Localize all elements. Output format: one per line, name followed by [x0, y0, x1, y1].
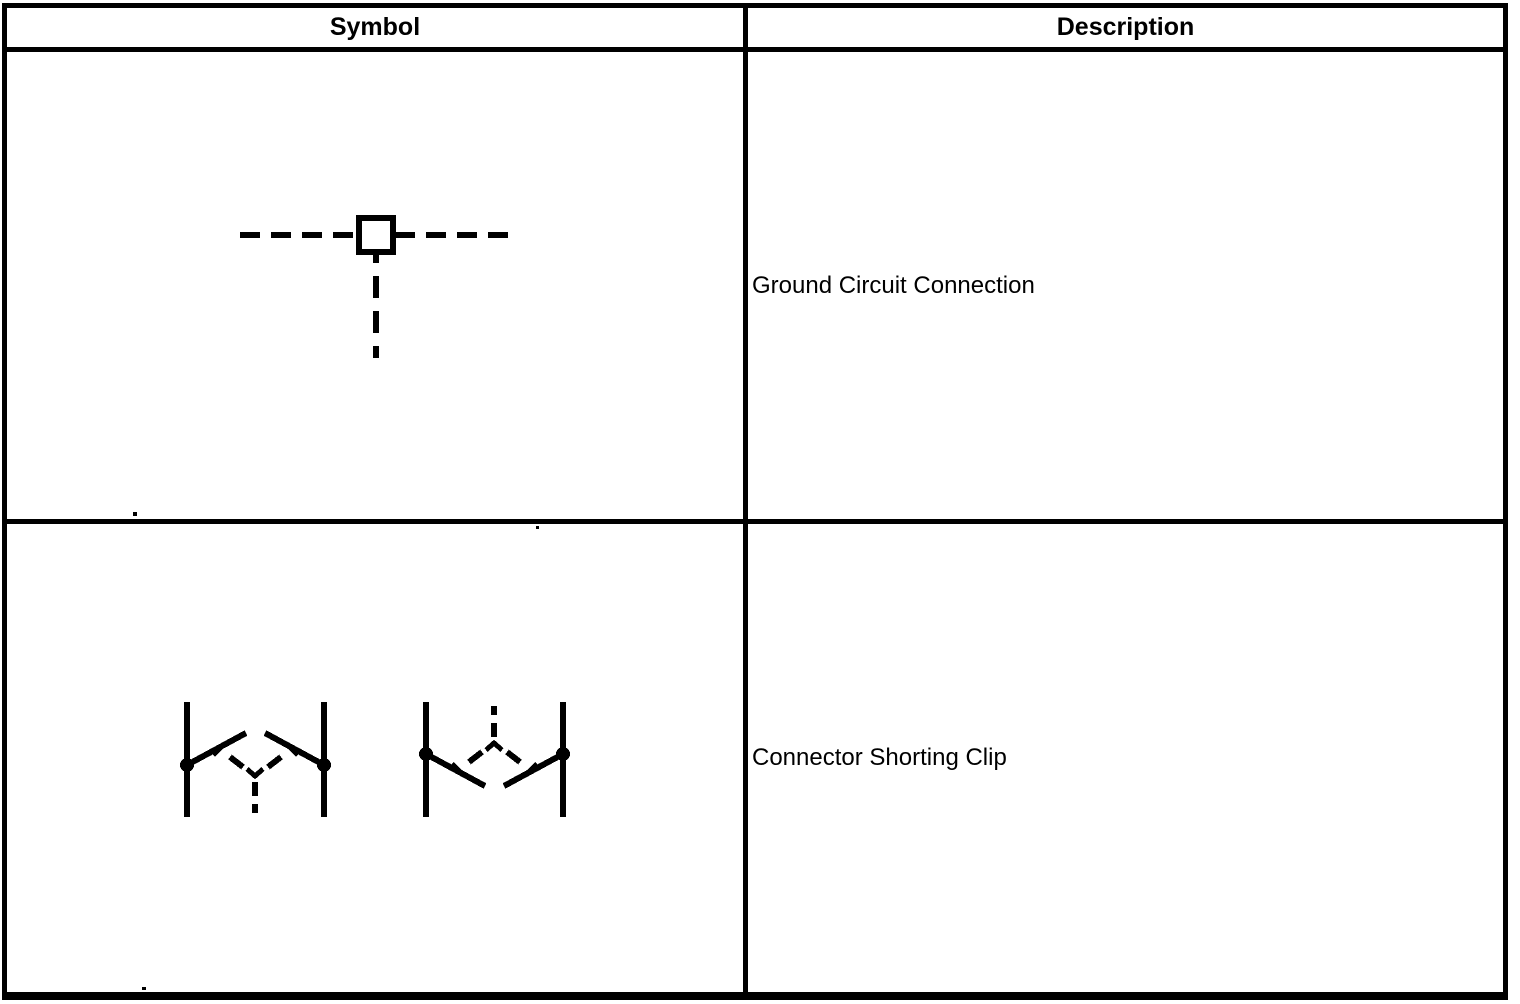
table-border-top [2, 3, 1508, 8]
description-cell-row-2: Connector Shorting Clip [752, 524, 1503, 992]
table-border-right [1503, 3, 1508, 1000]
shorting-clip-variant-open-up [180, 702, 331, 817]
scan-speck [133, 512, 137, 516]
description-text-row-1: Ground Circuit Connection [752, 271, 1035, 299]
column-header-description-label: Description [1056, 13, 1195, 41]
column-header-symbol-label: Symbol [329, 13, 421, 41]
column-header-description: Description [748, 8, 1503, 47]
header-separator-line [2, 47, 1508, 52]
column-header-symbol: Symbol [7, 8, 743, 47]
row-separator-line [2, 519, 1508, 524]
column-divider-line [743, 3, 748, 1000]
scan-speck [142, 987, 146, 990]
ground-circuit-connection-symbol [240, 215, 512, 358]
connector-shorting-clip-symbol [180, 702, 570, 817]
table-border-left [2, 3, 7, 1000]
scan-speck [536, 526, 539, 529]
ground-splice-box [356, 215, 396, 255]
shorting-clip-variant-open-down [419, 702, 570, 817]
description-cell-row-1: Ground Circuit Connection [752, 52, 1503, 519]
table-border-bottom [2, 992, 1508, 1000]
description-text-row-2: Connector Shorting Clip [752, 744, 1007, 771]
